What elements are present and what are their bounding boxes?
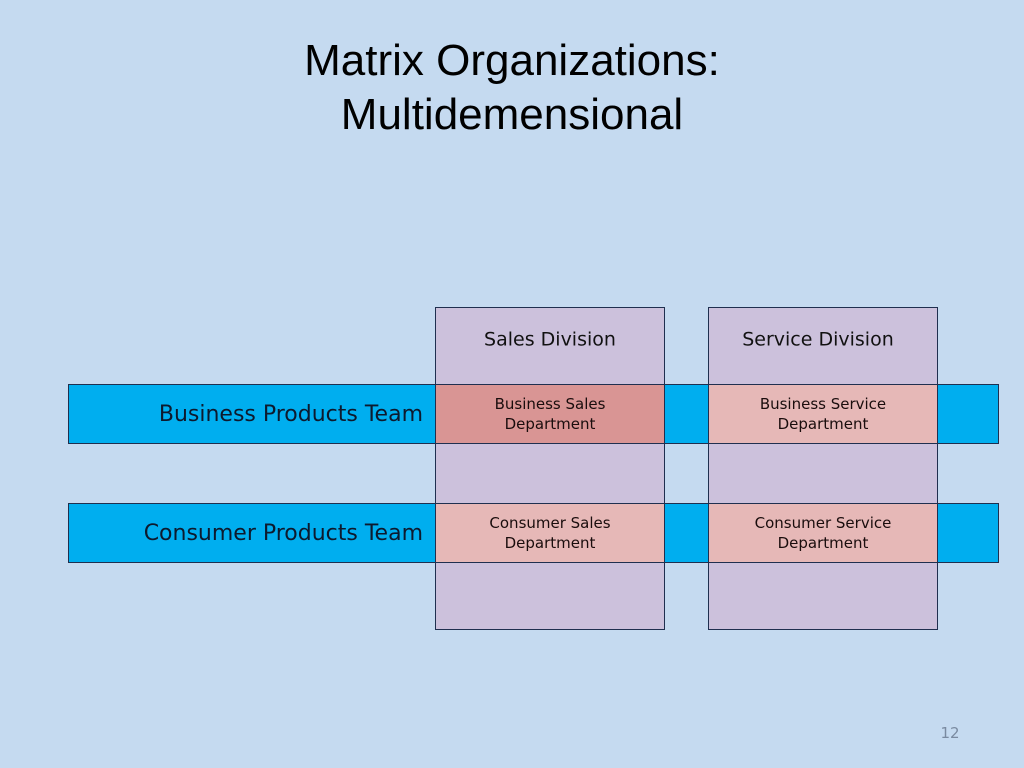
- column-border: [435, 307, 436, 630]
- cell-line: Business Sales: [494, 395, 606, 413]
- service-division-label: Service Division: [742, 328, 894, 351]
- service-division-column: [708, 307, 938, 630]
- cell-line: Department: [504, 534, 596, 552]
- cell-line: Consumer Sales: [489, 514, 611, 532]
- cell-line: Business Service: [759, 395, 887, 413]
- title-line-1: Matrix Organizations:: [304, 36, 720, 85]
- cell-line: Department: [777, 534, 869, 552]
- page-number: 12: [940, 724, 960, 742]
- cell-line: Department: [777, 415, 869, 433]
- cell-line: Consumer Service: [754, 514, 892, 532]
- column-border: [708, 307, 709, 630]
- column-border: [664, 307, 665, 630]
- business-products-team-label: Business Products Team: [158, 401, 423, 427]
- title-line-2: Multidemensional: [340, 90, 684, 139]
- column-border: [937, 307, 938, 630]
- cell-line: Department: [504, 415, 596, 433]
- sales-division-column: [435, 307, 665, 630]
- slide-title: Matrix Organizations: Multidemensional: [0, 34, 1024, 142]
- consumer-products-team-label: Consumer Products Team: [143, 520, 423, 546]
- sales-division-label: Sales Division: [484, 328, 616, 351]
